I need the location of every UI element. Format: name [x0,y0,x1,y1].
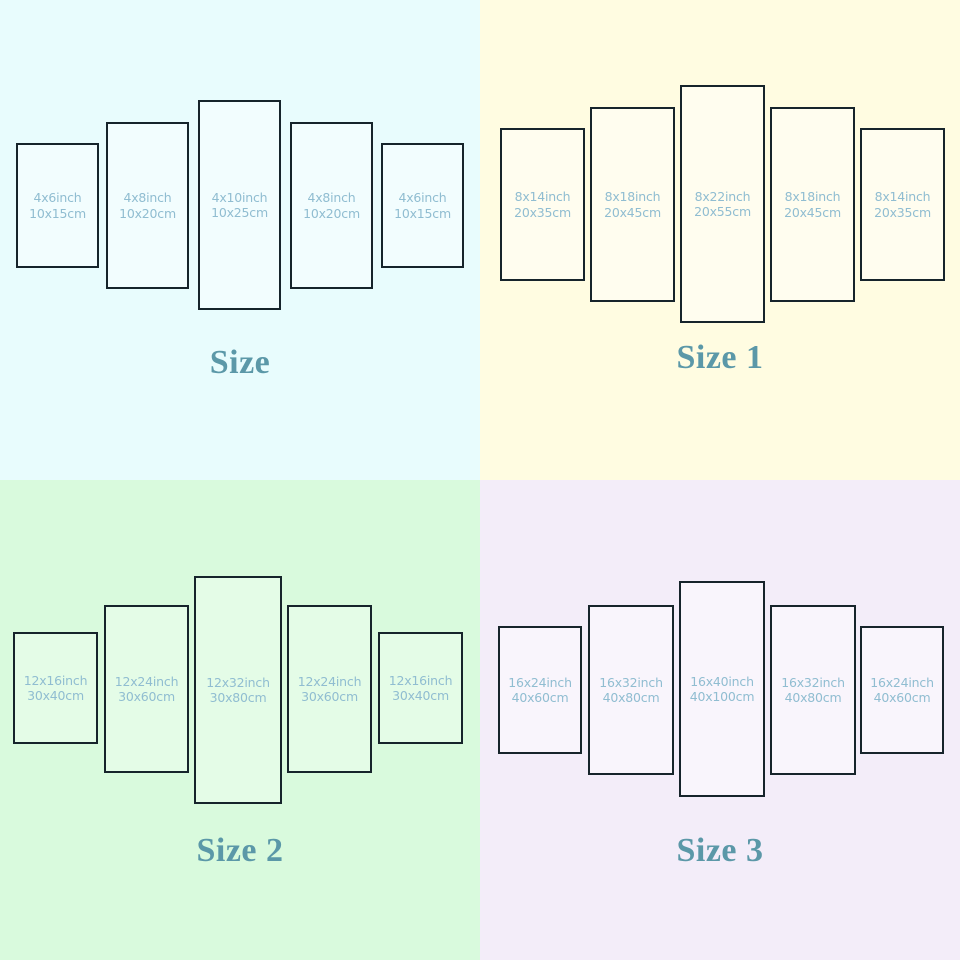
panel-size-inch: 16x32inch [599,674,663,690]
panel-size-cm: 30x40cm [27,688,84,703]
panel-size-inch: 8x18inch [604,189,661,205]
panel-size-cm: 40x80cm [784,690,842,705]
panel-size-cm: 30x80cm [209,690,267,705]
quadrant-title-size: Size [209,344,271,381]
panel-size-cm: 10x20cm [303,205,360,221]
panel-size-cm: 40x100cm [689,689,755,704]
quadrant-title-size-3: Size 3 [676,832,764,869]
panel-size-inch: 16x24inch [870,674,934,690]
panel-size-inch: 12x16inch [23,672,88,688]
panel-size-cm: 40x60cm [511,690,569,705]
panel-size-cm: 30x40cm [392,688,449,703]
panel-size-cm: 10x25cm [211,205,268,220]
panel-size-inch: 16x24inch [508,674,572,690]
panel-size-inch: 4x6inch [33,190,82,206]
panel-size-cm: 20x45cm [784,204,841,220]
panel-size-cm: 40x80cm [602,690,660,705]
panel-size-inch: 4x6inch [398,190,447,206]
panel-size-inch: 8x14inch [514,189,571,205]
panel-size-inch: 4x10inch [211,189,268,205]
panel-size-cm: 30x60cm [301,689,358,704]
panel-size-inch: 12x24inch [297,673,362,689]
panel-size-inch: 8x22inch [694,188,751,204]
quadrant-title-size-1: Size 1 [676,339,764,376]
panel-size-cm: 20x35cm [514,204,571,220]
panel-size-inch: 12x24inch [114,673,179,689]
panel-size-inch: 16x40inch [690,673,754,689]
panel-size-inch: 16x32inch [781,674,845,690]
panel-size-cm: 40x60cm [873,690,931,705]
panel-size-inch: 4x8inch [307,190,356,206]
panel-size-cm: 30x60cm [118,689,175,704]
panel-size-cm: 10x15cm [29,205,86,221]
panel-size-inch: 8x18inch [784,189,841,205]
panel-size-cm: 10x20cm [119,205,176,221]
panel-size-inch: 8x14inch [874,189,931,205]
panel-size-cm: 10x15cm [394,205,451,221]
panel-size-cm: 20x35cm [874,204,931,220]
panel-size-cm: 20x55cm [694,204,751,219]
quadrant-title-size-2: Size 2 [196,832,284,869]
panel-size-inch: 4x8inch [123,190,172,206]
panel-size-cm: 20x45cm [604,204,661,220]
panel-size-inch: 12x16inch [388,672,453,688]
panel-size-inch: 12x32inch [206,674,270,690]
